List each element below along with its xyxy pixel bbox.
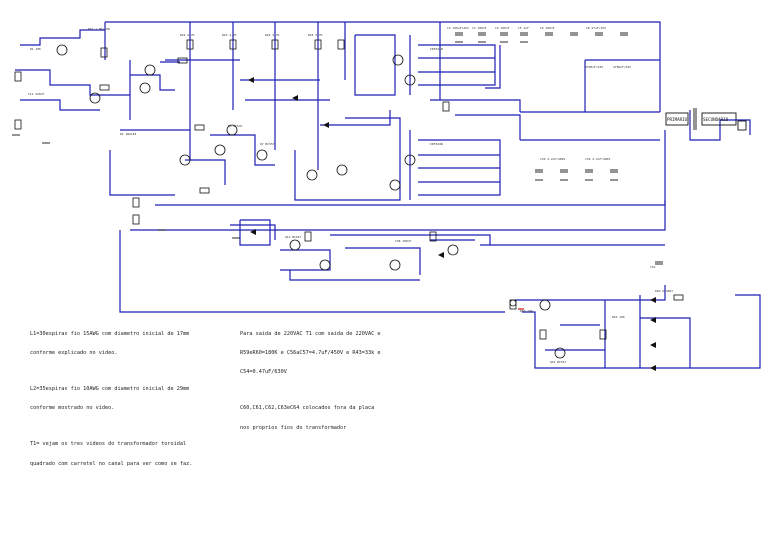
svg-text:4700uF/63V: 4700uF/63V: [613, 65, 631, 69]
svg-text:C6 100nF: C6 100nF: [540, 26, 555, 30]
svg-text:Q5 BC547: Q5 BC547: [228, 124, 243, 128]
note-line: C60,C61,C62,C63eC64 colocados fora da pl…: [240, 405, 375, 412]
svg-text:C36 2.2uF/400V: C36 2.2uF/400V: [540, 157, 565, 161]
svg-text:D20 UF4007: D20 UF4007: [655, 289, 673, 293]
note-line: C54=0.47uF/630V: [240, 369, 287, 376]
svg-text:C4 100nF: C4 100nF: [495, 26, 510, 30]
svg-text:R23 4.7K: R23 4.7K: [222, 33, 237, 37]
svg-text:Q7 BC557: Q7 BC557: [260, 142, 275, 146]
svg-text:4700uF/63V: 4700uF/63V: [585, 65, 603, 69]
component-tags: R52 1.8K/10W R22 4.7K R23 4.7K R24 4.7K …: [28, 26, 673, 364]
primary-label: PRIMARIO: [667, 117, 688, 122]
svg-text:R52 1.8K/10W: R52 1.8K/10W: [88, 27, 110, 31]
wire-network: [15, 21, 761, 369]
svg-text:D1 1N4148: D1 1N4148: [120, 132, 136, 136]
svg-text:C11 220nF: C11 220nF: [28, 92, 44, 96]
note-line: L1=30espiras fio 15AWG com diametro inic…: [30, 330, 190, 337]
svg-text:R1 10K: R1 10K: [30, 47, 41, 51]
note-line: T1= vejam os tres videos do transformado…: [30, 441, 187, 448]
note-line: conforme mostrado no video.: [30, 405, 115, 412]
svg-text:C39 2.2uF/400V: C39 2.2uF/400V: [585, 157, 610, 161]
svg-text:Q21 BC547: Q21 BC547: [550, 360, 566, 364]
svg-text:R60 10K: R60 10K: [520, 309, 533, 313]
svg-text:C2 100uF/25V: C2 100uF/25V: [447, 26, 469, 30]
note-line: L2=35espiras fio 10AWG com diametro inic…: [30, 386, 190, 393]
svg-text:Q12 BC547: Q12 BC547: [285, 235, 301, 239]
notes-right: Para saida de 220VAC T1 com saida de 220…: [240, 318, 381, 437]
svg-text:C52: C52: [650, 265, 656, 269]
notes-left: L1=30espiras fio 15AWG com diametro inic…: [30, 318, 192, 473]
svg-text:R61 10K: R61 10K: [612, 315, 625, 319]
svg-text:R24 4.7K: R24 4.7K: [265, 33, 280, 37]
svg-text:C8 47uF/35V: C8 47uF/35V: [586, 26, 606, 30]
svg-text:C5 1uF: C5 1uF: [518, 26, 529, 30]
note-line: conforme explicado no video.: [30, 350, 118, 357]
note-line: Para saida de 220VAC T1 com saida de 220…: [240, 330, 381, 337]
svg-text:R22 4.7K: R22 4.7K: [180, 33, 195, 37]
svg-text:C48 100nF: C48 100nF: [395, 239, 411, 243]
secondary-label: SECUNDARIO: [703, 117, 729, 122]
svg-text:C3 100nF: C3 100nF: [472, 26, 487, 30]
svg-text:IRFZ44N: IRFZ44N: [430, 47, 443, 51]
note-line: R59eR60=180K e C56aC57=4.7uF/450V e R43=…: [240, 350, 381, 357]
note-line: nos proprios fios do transformador: [240, 424, 347, 431]
svg-text:IRFZ44N: IRFZ44N: [430, 142, 443, 146]
components: [12, 32, 747, 371]
note-line: quadrado com carretel no canal para ver …: [30, 460, 193, 467]
svg-text:R25 4.7K: R25 4.7K: [308, 33, 323, 37]
